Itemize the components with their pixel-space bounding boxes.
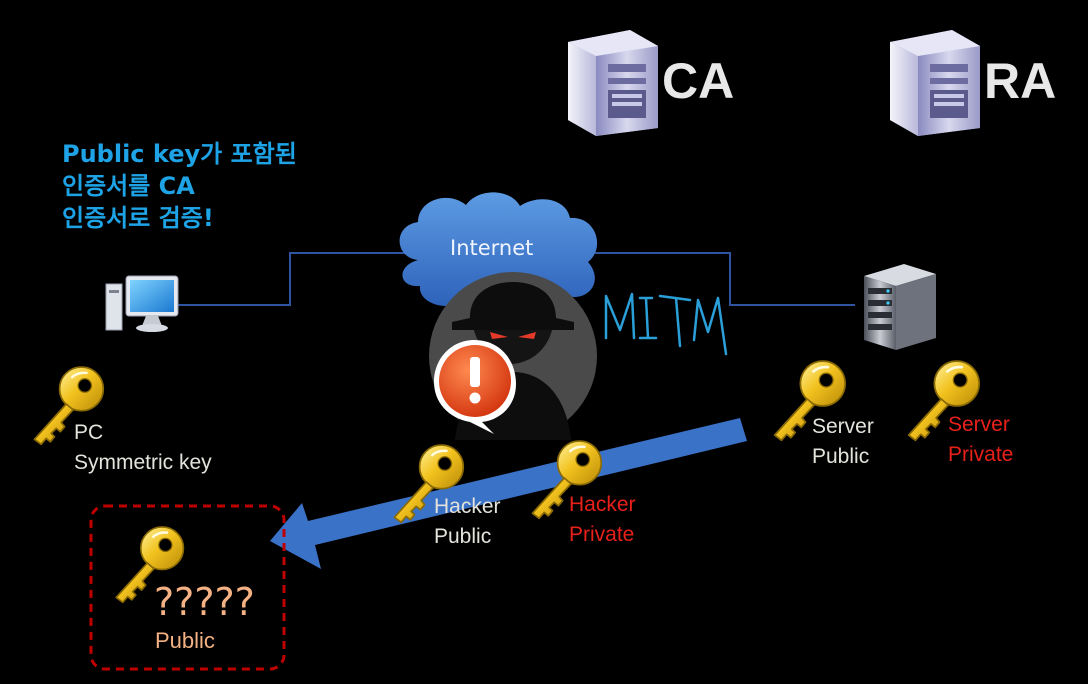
pc-key-label: PC Symmetric key bbox=[74, 418, 212, 478]
server-public-line-2: Public bbox=[812, 445, 870, 468]
hacker-private-line-1: Hacker bbox=[569, 493, 636, 516]
mitm-arrow bbox=[270, 418, 747, 569]
pc-key-label-line-2: Symmetric key bbox=[74, 451, 212, 474]
internet-label: Internet bbox=[450, 236, 534, 260]
alert-icon bbox=[434, 340, 516, 434]
hacker-private-line-2: Private bbox=[569, 523, 635, 546]
web-server-icon bbox=[864, 264, 936, 350]
received-key-label: Public bbox=[155, 628, 215, 653]
ra-label: RA bbox=[984, 53, 1057, 109]
server-public-line-1: Server bbox=[812, 415, 874, 438]
note-line-1: Public key가 포함된 bbox=[62, 140, 297, 168]
verification-note: Public key가 포함된 인증서를 CA 인증서로 검증! bbox=[62, 138, 297, 234]
network-lines bbox=[175, 252, 855, 306]
ra-server-icon bbox=[890, 30, 980, 136]
server-private-key-label: Server Private bbox=[948, 410, 1013, 470]
received-key-dashed-box bbox=[89, 504, 286, 671]
ca-server-icon bbox=[568, 30, 658, 136]
note-line-3: 인증서로 검증! bbox=[62, 204, 214, 232]
hacker-public-line-2: Public bbox=[434, 525, 492, 548]
hacker-public-line-1: Hacker bbox=[434, 495, 501, 518]
pc-icon bbox=[105, 275, 179, 332]
pc-key-label-line-1: PC bbox=[74, 421, 104, 444]
ca-label: CA bbox=[662, 53, 735, 109]
note-line-2: 인증서를 CA bbox=[62, 172, 195, 200]
server-private-line-1: Server bbox=[948, 413, 1010, 436]
hacker-private-key-label: Hacker Private bbox=[569, 490, 636, 550]
server-private-line-2: Private bbox=[948, 443, 1014, 466]
server-public-key-label: Server Public bbox=[812, 412, 874, 472]
mitm-handwriting bbox=[604, 292, 728, 356]
hacker-public-key-label: Hacker Public bbox=[434, 492, 501, 552]
received-key-unknown: ????? bbox=[154, 580, 255, 624]
